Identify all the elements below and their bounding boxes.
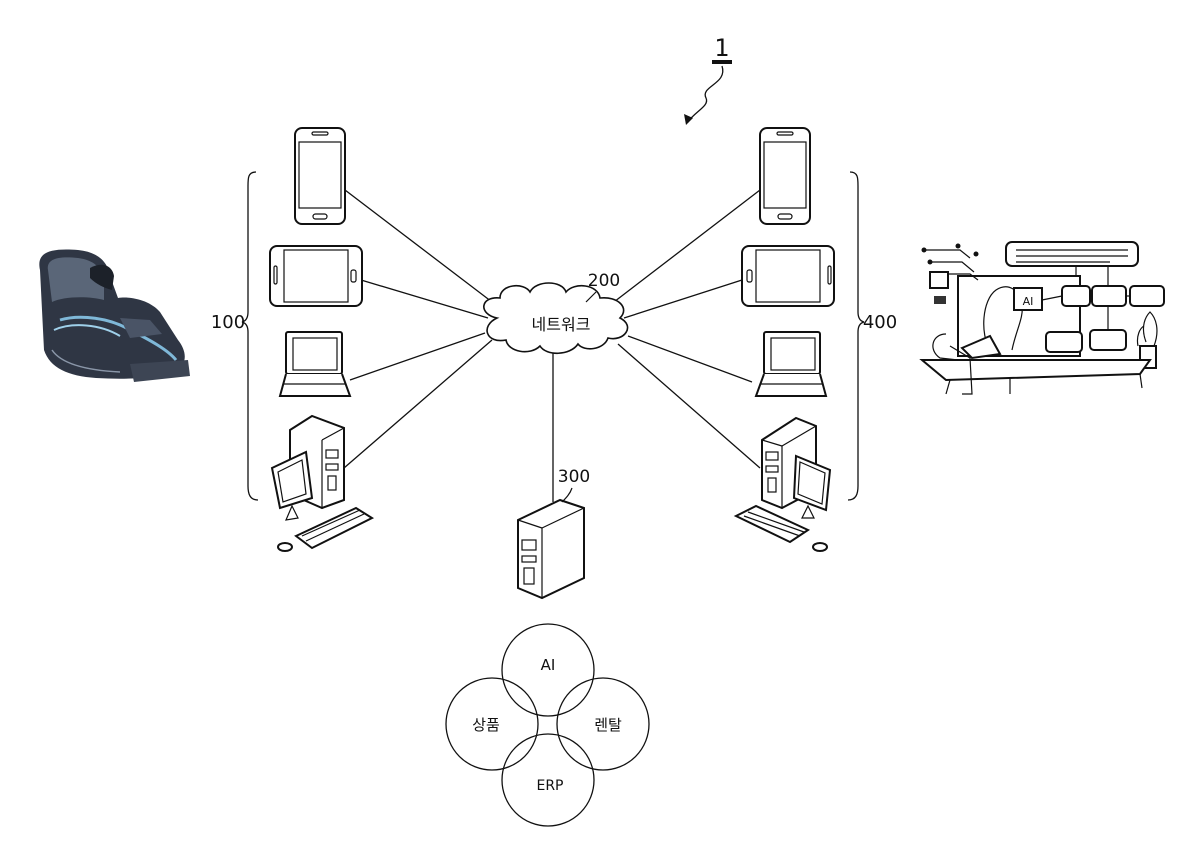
link-left-tablet [361, 280, 488, 318]
ai-panel-label: AI [1023, 295, 1034, 308]
link-right-desktop [618, 344, 760, 468]
left-desktop-computer [272, 416, 372, 551]
server-ref-leader [562, 488, 572, 502]
link-right-tablet [624, 280, 742, 318]
link-right-laptop [628, 336, 752, 382]
right-group-brace [848, 172, 864, 500]
server-ref-label: 300 [558, 467, 590, 487]
link-left-desktop [344, 340, 492, 468]
link-left-laptop [350, 333, 485, 380]
server-computer [518, 500, 584, 598]
link-left-phone [345, 190, 496, 305]
ai-office-illustration [922, 242, 1165, 394]
massage-chair-image [39, 250, 190, 382]
system-ref-arrow [688, 66, 723, 122]
right-tablet [742, 246, 834, 306]
venn-label-erp: ERP [536, 778, 563, 794]
link-right-phone [610, 190, 760, 305]
partner-group-ref-label: 400 [863, 312, 897, 333]
left-laptop [280, 332, 350, 396]
right-smartphone [760, 128, 810, 224]
venn-label-product: 상품 [472, 716, 500, 734]
venn-label-ai: AI [541, 656, 556, 674]
left-smartphone [295, 128, 345, 224]
left-group-brace [242, 172, 258, 500]
network-ref-label: 200 [588, 271, 620, 291]
left-tablet [270, 246, 362, 306]
right-desktop-computer [736, 418, 830, 551]
venn-label-rental: 렌탈 [594, 716, 622, 734]
network-label: 네트워크 [532, 315, 591, 334]
right-laptop [756, 332, 826, 396]
system-ref-label: 1 [714, 34, 729, 62]
user-group-ref-label: 100 [211, 312, 245, 333]
system-ref-arrowhead [684, 114, 693, 125]
